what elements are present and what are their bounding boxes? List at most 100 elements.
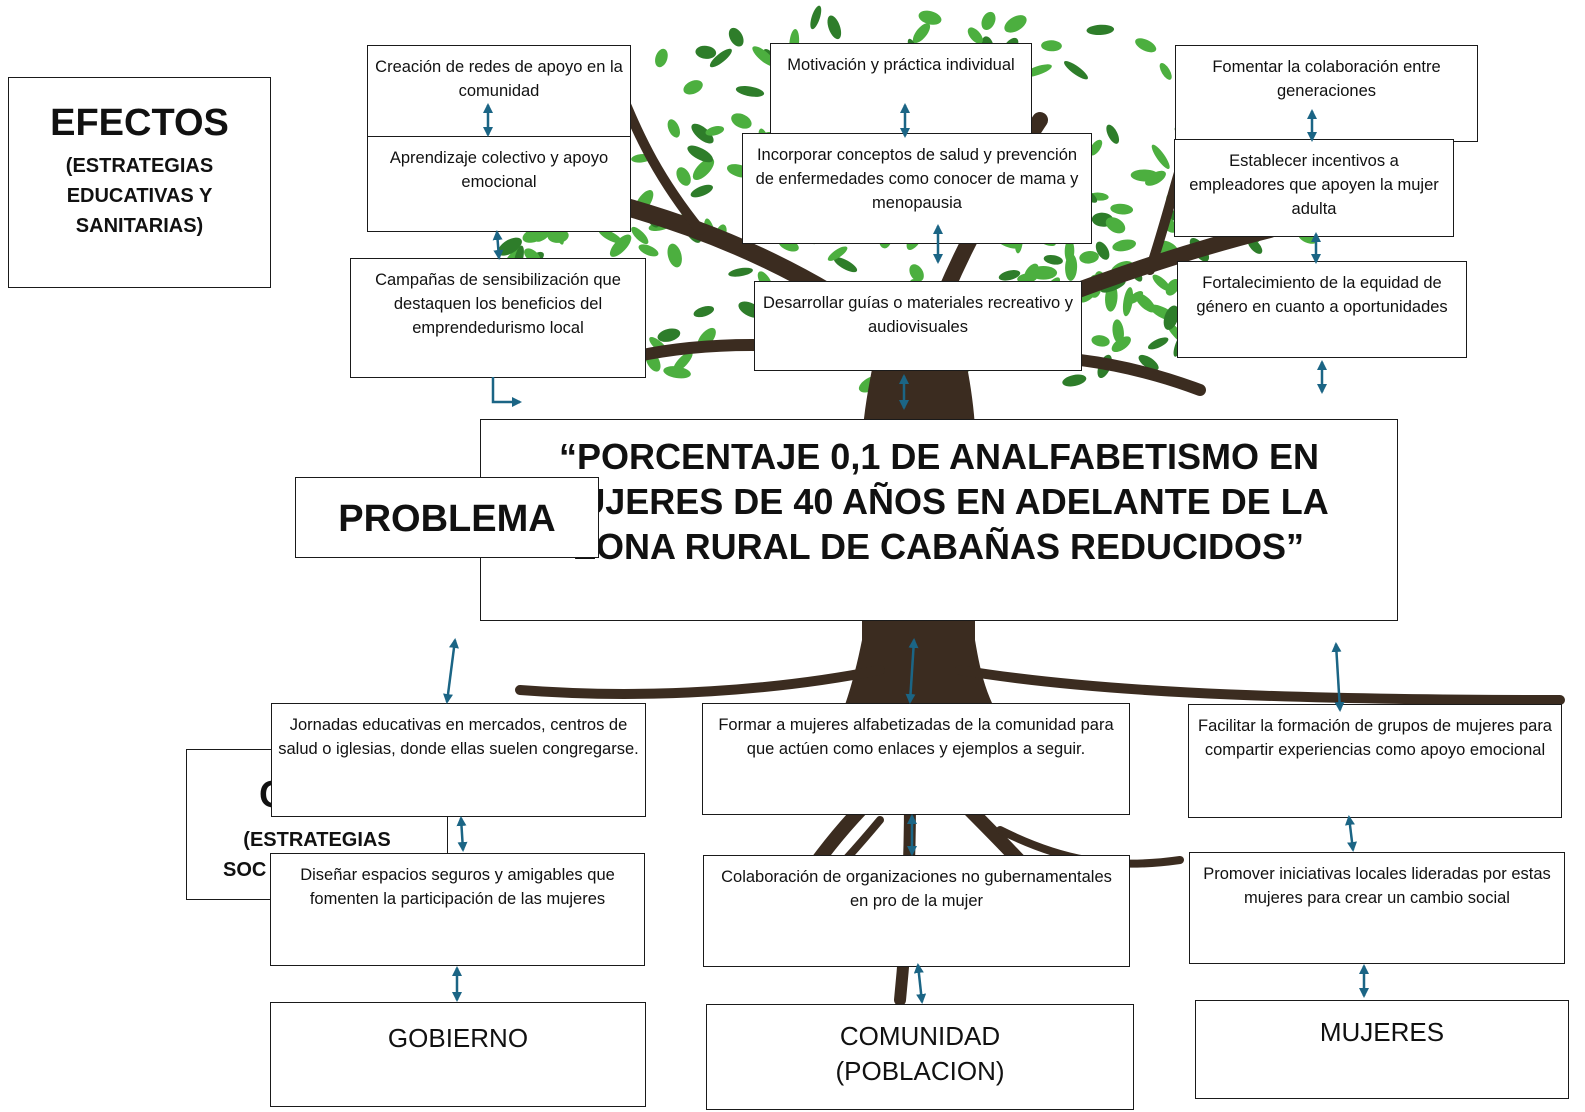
leaf	[657, 328, 681, 342]
leaf	[667, 243, 682, 268]
leaf	[1165, 279, 1180, 296]
leaf	[695, 45, 717, 59]
actor-box-gobierno: GOBIERNO	[270, 1002, 646, 1107]
cause-box: Formar a mujeres alfabetizadas de la com…	[702, 703, 1130, 815]
leaf	[1043, 254, 1063, 265]
leaf	[705, 126, 725, 136]
cause-text: Jornadas educativas en mercados, centros…	[278, 716, 639, 758]
efectos-label-box: EFECTOS (ESTRATEGIAS EDUCATIVAS Y SANITA…	[8, 77, 271, 288]
problema-label: PROBLEMA	[338, 498, 556, 540]
leaf	[691, 123, 714, 144]
cause-box: Jornadas educativas en mercados, centros…	[271, 703, 646, 817]
cause-box: Promover iniciativas locales lideradas p…	[1189, 852, 1565, 964]
actor-gobierno: GOBIERNO	[387, 1023, 529, 1053]
leaf	[1110, 203, 1134, 215]
effect-box: Fortalecimiento de la equidad de género …	[1177, 261, 1467, 358]
effect-text: Creación de redes de apoyo en la comunid…	[375, 58, 623, 100]
leaf	[1151, 144, 1170, 169]
leaf	[667, 119, 680, 138]
effect-text: Establecer incentivos a empleadores que …	[1189, 152, 1439, 218]
cause-text: Diseñar espacios seguros y amigables que…	[300, 866, 615, 908]
leaf	[1138, 354, 1159, 371]
leaf	[728, 27, 744, 47]
effect-box: Motivación y práctica individual	[770, 43, 1032, 137]
leaf	[709, 48, 732, 68]
leaf	[1112, 239, 1137, 252]
cause-text: Formar a mujeres alfabetizadas de la com…	[718, 716, 1114, 758]
leaf	[731, 113, 752, 129]
leaf	[827, 15, 842, 40]
leaf	[683, 80, 703, 95]
leaf	[1112, 319, 1124, 344]
cause-text: Promover iniciativas locales lideradas p…	[1203, 865, 1551, 907]
leaf	[735, 85, 765, 97]
problem-statement: “PORCENTAJE 0,1 DE ANALFABETISMO EN MUJE…	[549, 436, 1329, 567]
cause-box: Facilitar la formación de grupos de muje…	[1188, 704, 1562, 818]
leaf	[752, 46, 776, 67]
leaf	[1130, 169, 1160, 182]
actor-box-comunidad: COMUNIDAD (POBLACION)	[706, 1004, 1134, 1110]
cause-box: Colaboración de organizaciones no gubern…	[703, 855, 1130, 967]
leaf	[833, 257, 858, 273]
leaf	[676, 167, 691, 186]
leaf	[981, 11, 996, 30]
leaf	[1041, 40, 1062, 52]
leaf	[638, 244, 659, 257]
leaf	[1079, 251, 1099, 264]
leaf	[1091, 335, 1110, 347]
leaf	[827, 246, 848, 261]
leaf	[1152, 274, 1171, 292]
leaf	[998, 270, 1021, 281]
leaf	[1095, 241, 1110, 260]
efectos-subtitle: (ESTRATEGIAS EDUCATIVAS Y SANITARIAS)	[65, 155, 214, 238]
effect-box: Establecer incentivos a empleadores que …	[1174, 139, 1454, 237]
leaf	[728, 267, 753, 277]
effect-text: Aprendizaje colectivo y apoyo emocional	[389, 149, 609, 191]
problem-statement-box: “PORCENTAJE 0,1 DE ANALFABETISMO EN MUJE…	[480, 419, 1398, 621]
leaf	[672, 351, 693, 373]
causas-subtitle-line2: SOC	[223, 859, 267, 882]
effect-box: Creación de redes de apoyo en la comunid…	[367, 45, 631, 140]
effect-box: Fomentar la colaboración entre generacio…	[1175, 45, 1478, 142]
cause-box: Diseñar espacios seguros y amigables que…	[270, 853, 645, 966]
leaf	[1024, 263, 1039, 281]
leaf	[655, 48, 668, 68]
leaf	[1004, 15, 1027, 33]
leaf	[1064, 61, 1088, 80]
cause-text: Colaboración de organizaciones no gubern…	[721, 868, 1112, 910]
actor-comunidad: COMUNIDAD (POBLACION)	[835, 1021, 1005, 1087]
effect-text: Incorporar conceptos de salud y prevenci…	[755, 146, 1079, 212]
effect-box: Incorporar conceptos de salud y prevenci…	[742, 133, 1092, 244]
effect-box: Aprendizaje colectivo y apoyo emocional	[367, 136, 631, 232]
leaf	[687, 145, 714, 163]
leaf	[1111, 336, 1131, 353]
leaf	[1135, 38, 1157, 53]
leaf	[1147, 337, 1169, 350]
leaf	[810, 5, 822, 30]
leaf	[1106, 124, 1120, 144]
actor-mujeres: MUJERES	[1319, 1017, 1445, 1047]
problema-label-box: PROBLEMA	[295, 477, 599, 558]
efectos-title: EFECTOS	[50, 102, 229, 144]
leaf	[1086, 24, 1115, 36]
leaf	[1163, 305, 1179, 330]
effect-text: Motivación y práctica individual	[787, 56, 1015, 74]
effect-text: Fomentar la colaboración entre generacio…	[1212, 58, 1441, 100]
leaf	[1062, 374, 1087, 387]
actor-box-mujeres: MUJERES	[1195, 1000, 1569, 1099]
leaf	[1105, 217, 1126, 234]
leaf	[967, 27, 983, 44]
leaf	[692, 158, 715, 181]
leaf	[631, 226, 649, 245]
leaf	[598, 228, 623, 244]
causas-subtitle-line1: (ESTRATEGIAS	[243, 829, 391, 852]
effect-text: Fortalecimiento de la equidad de género …	[1196, 274, 1448, 316]
leaf	[663, 366, 691, 379]
effect-box: Desarrollar guías o materiales recreativ…	[754, 281, 1082, 371]
cause-text: Facilitar la formación de grupos de muje…	[1197, 717, 1552, 759]
leaf	[693, 306, 715, 318]
effect-box: Campañas de sensibilización que destaque…	[350, 258, 646, 378]
leaf	[912, 23, 931, 44]
leaf	[1089, 139, 1103, 156]
leaf	[609, 234, 632, 257]
